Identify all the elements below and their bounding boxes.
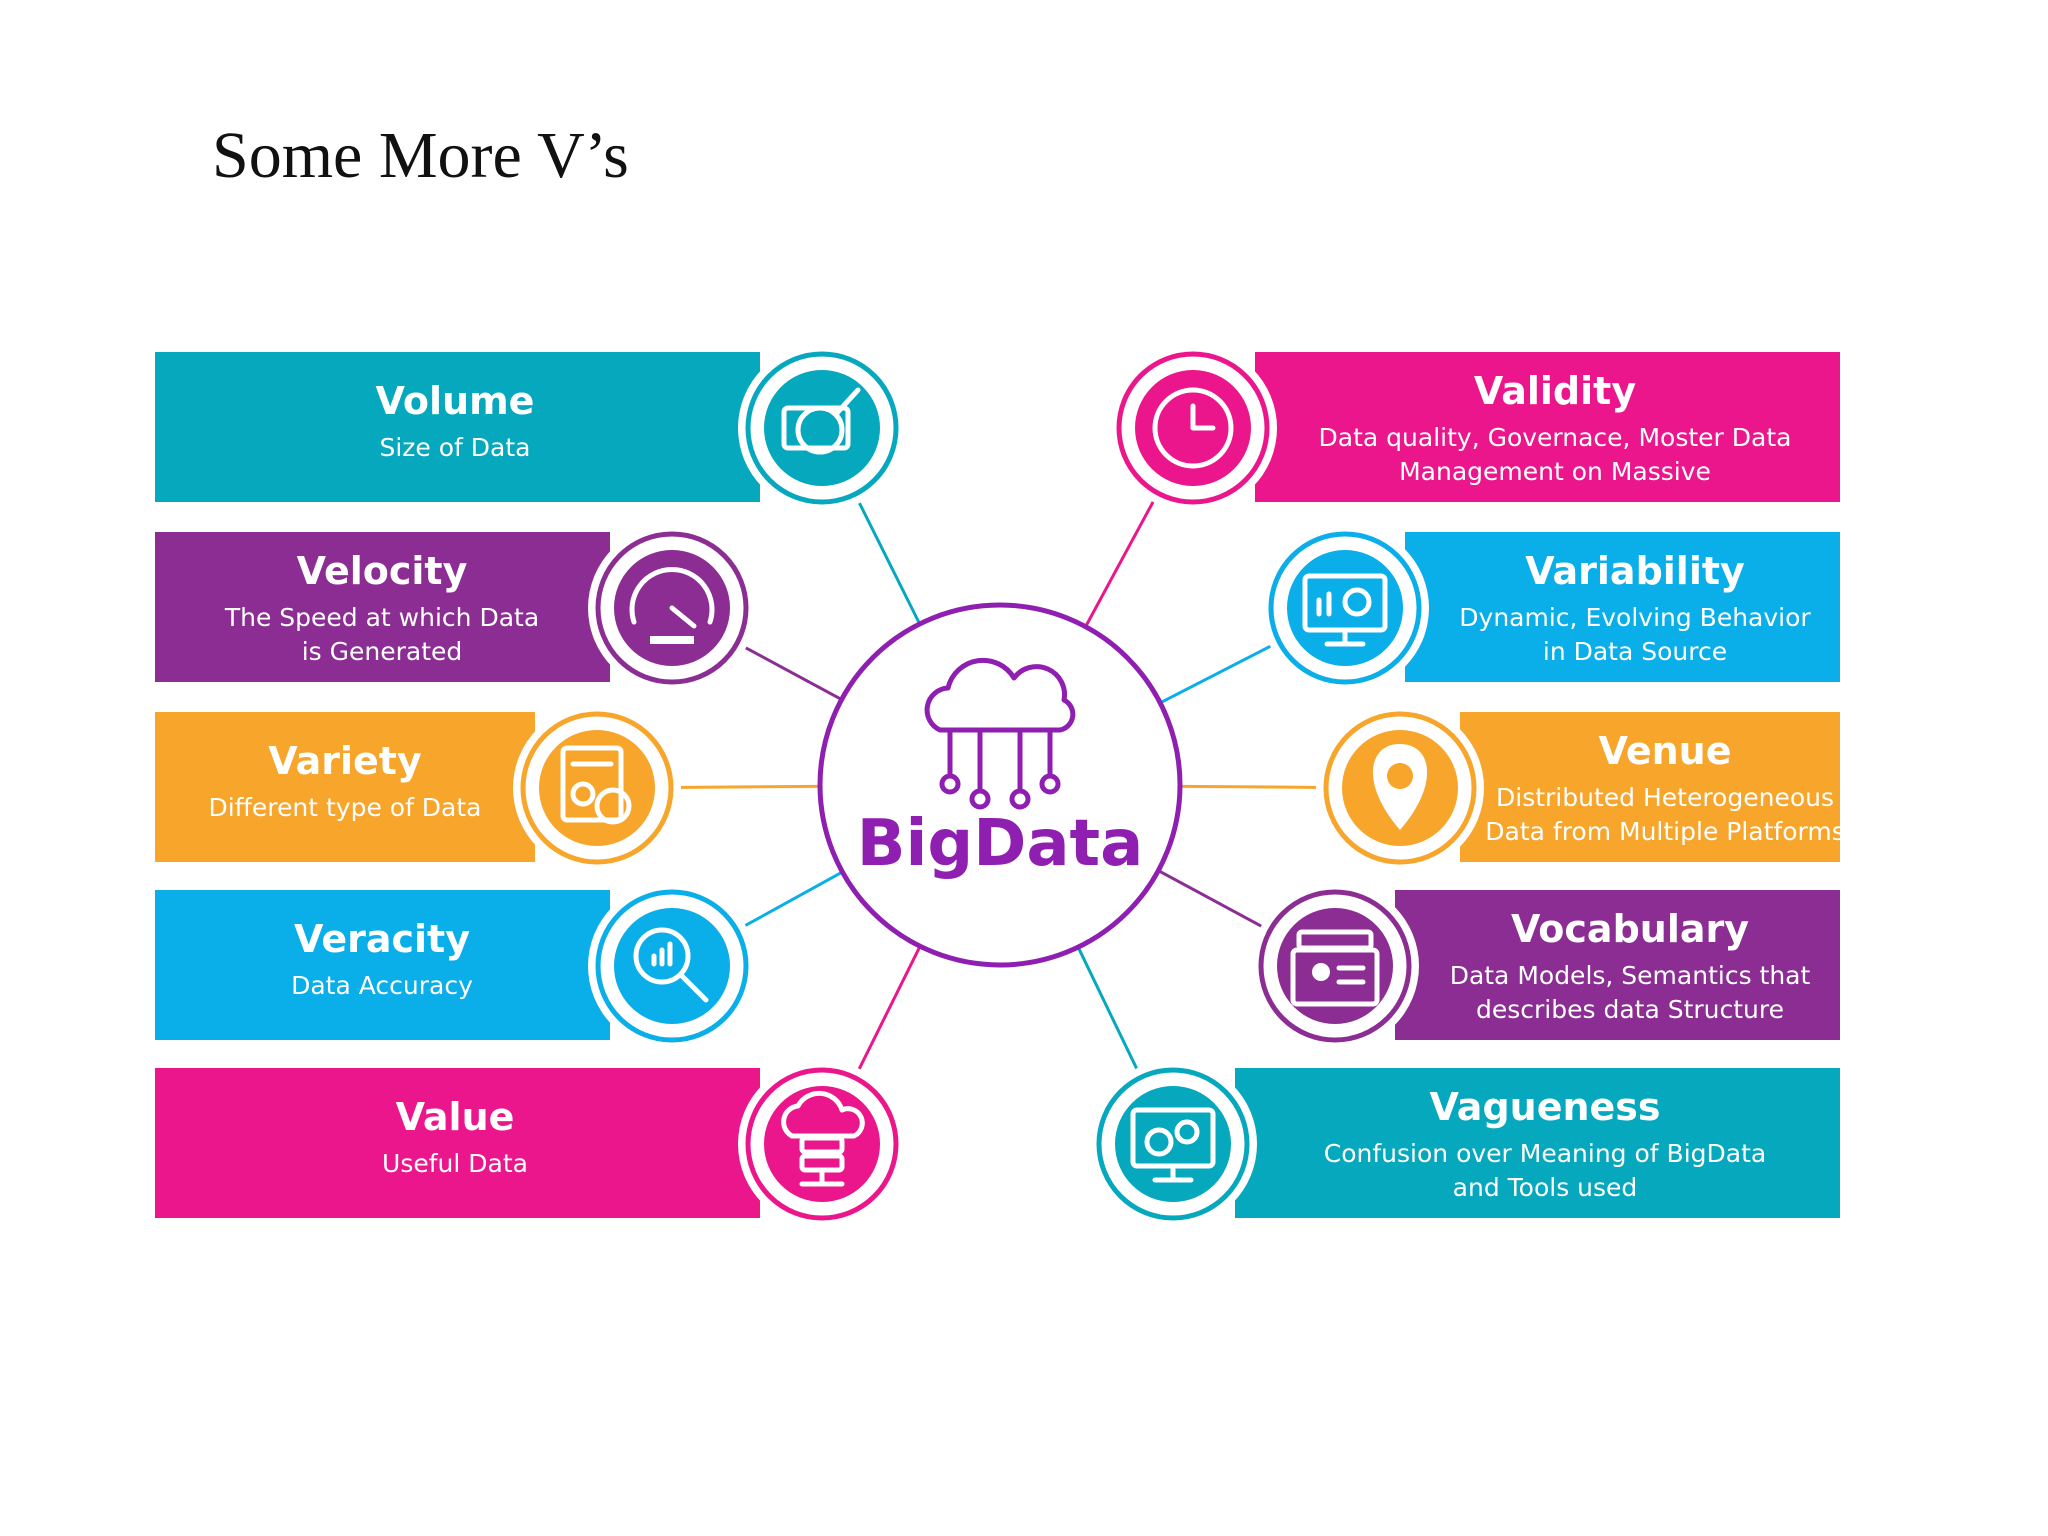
- icon-badge-fill: [764, 1086, 880, 1202]
- v-bar-volume: [155, 352, 760, 502]
- monitor-gears-icon: [1130, 1107, 1216, 1183]
- v-desc-line: Data from Multiple Platforms: [1485, 817, 1844, 846]
- v-desc-line: Data Accuracy: [291, 971, 473, 1000]
- location-pin-icon: [1372, 744, 1428, 830]
- v-desc-line: The Speed at which Data: [224, 603, 539, 632]
- connector-vocabulary: [1159, 870, 1271, 933]
- connector-variability: [1161, 640, 1280, 704]
- v-title-vocabulary: Vocabulary: [1511, 907, 1749, 951]
- document-gears-icon: [560, 745, 632, 825]
- monitor-analytics-icon: [1302, 573, 1388, 647]
- connector-volume: [853, 493, 921, 623]
- cloud-network-icon: [924, 657, 1076, 810]
- v-bar-vagueness: [1235, 1068, 1840, 1218]
- v-title-validity: Validity: [1474, 369, 1636, 413]
- hub-circle: [817, 602, 1183, 968]
- v-bar-variability: [1405, 532, 1840, 682]
- hub-label: BigData: [857, 807, 1144, 881]
- data-magnifier-icon: [781, 387, 861, 455]
- card-files-icon: [1290, 929, 1380, 1007]
- v-bar-variety: [155, 712, 535, 862]
- v-title-volume: Volume: [376, 379, 535, 423]
- search-chart-icon: [633, 927, 709, 1003]
- connector-value: [853, 947, 921, 1079]
- v-bar-validity: [1255, 352, 1840, 502]
- v-desc-line: Useful Data: [382, 1149, 528, 1178]
- icon-badge-fill: [764, 370, 880, 486]
- cloud-server-icon: [781, 1090, 865, 1187]
- v-bar-velocity: [155, 532, 610, 682]
- connector-lines: [670, 492, 1327, 1079]
- v-title-velocity: Velocity: [297, 549, 468, 593]
- connector-vagueness: [1077, 948, 1143, 1078]
- v-desc-line: and Tools used: [1453, 1173, 1638, 1202]
- v-desc-line: Confusion over Meaning of BigData: [1324, 1139, 1766, 1168]
- v-desc-line: Different type of Data: [208, 793, 481, 822]
- v-bar-veracity: [155, 890, 610, 1040]
- v-desc-line: Distributed Heterogeneous: [1496, 783, 1834, 812]
- v-desc-line: Management on Massive: [1399, 457, 1711, 486]
- speedometer-icon: [629, 567, 715, 644]
- v-title-value: Value: [396, 1095, 515, 1139]
- clock-icon: [1152, 387, 1234, 469]
- v-title-variety: Variety: [268, 739, 422, 783]
- slide-title: Some More V’s: [212, 119, 629, 192]
- connector-variety: [670, 784, 819, 789]
- v-desc-line: in Data Source: [1543, 637, 1727, 666]
- v-bar-value: [155, 1068, 760, 1218]
- connector-veracity: [736, 871, 842, 932]
- v-desc-line: Size of Data: [379, 433, 530, 462]
- v-desc-line: describes data Structure: [1476, 995, 1784, 1024]
- connector-velocity: [736, 641, 841, 700]
- v-title-veracity: Veracity: [294, 917, 470, 961]
- v-desc-line: Dynamic, Evolving Behavior: [1459, 603, 1811, 632]
- icon-badge-fill: [1277, 908, 1393, 1024]
- v-bar-venue: [1460, 712, 1840, 862]
- v-desc-line: is Generated: [302, 637, 463, 666]
- v-bar-vocabulary: [1395, 890, 1840, 1040]
- connector-venue: [1181, 784, 1327, 789]
- v-title-vagueness: Vagueness: [1429, 1085, 1660, 1129]
- v-title-variability: Variability: [1525, 549, 1745, 593]
- v-title-venue: Venue: [1599, 729, 1732, 773]
- v-desc-line: Data quality, Governace, Moster Data: [1319, 423, 1792, 452]
- v-desc-line: Data Models, Semantics that: [1450, 961, 1811, 990]
- connector-validity: [1085, 492, 1160, 626]
- bigdata-hub: BigData: [817, 602, 1183, 968]
- icon-badge-fill: [614, 908, 730, 1024]
